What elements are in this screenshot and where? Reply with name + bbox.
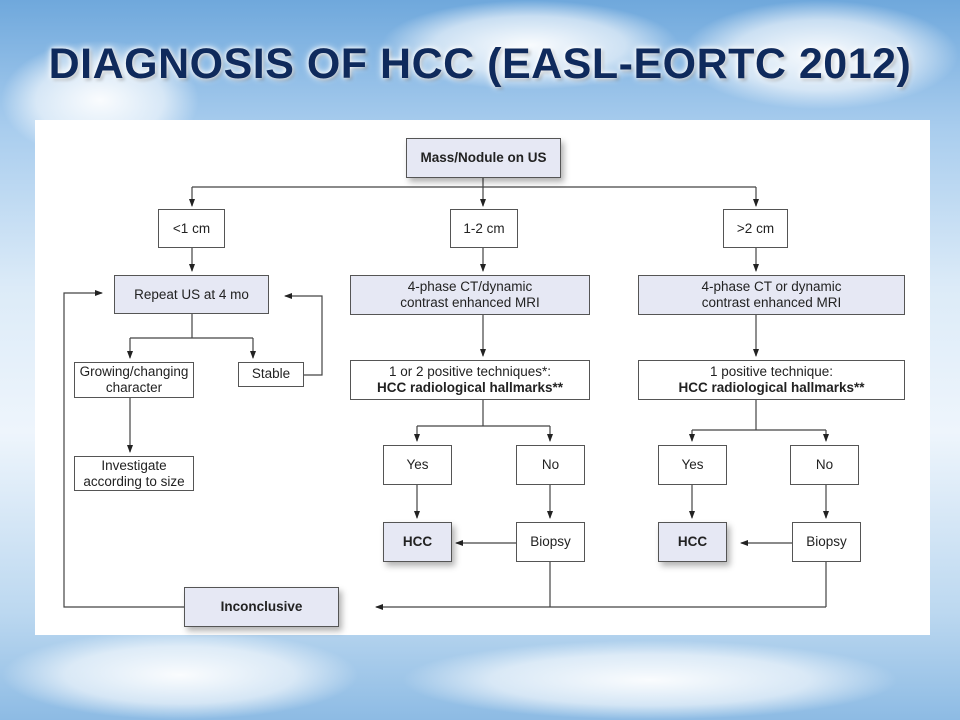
node-gt-2cm: >2 cm <box>723 209 788 248</box>
node-repeat-us: Repeat US at 4 mo <box>114 275 269 314</box>
node-label: 1 positive technique: <box>709 364 834 379</box>
node-label: 1 or 2 positive techniques*: <box>388 364 552 379</box>
node-no-gt2cm: No <box>790 445 859 485</box>
node-label: HCC radiological hallmarks** <box>376 380 564 395</box>
node-label: Yes <box>406 457 429 472</box>
node-label: Biopsy <box>806 534 847 549</box>
slide-title: DIAGNOSIS OF HCC (EASL-EORTC 2012) <box>48 40 912 88</box>
node-hcc-1-2cm: HCC <box>383 522 452 562</box>
node-label: 4-phase CT or dynamic <box>701 279 842 294</box>
node-1-2cm: 1-2 cm <box>450 209 518 248</box>
node-biopsy-gt2cm: Biopsy <box>792 522 861 562</box>
node-label: HCC <box>402 534 433 549</box>
node-label: Growing/changing <box>79 364 189 379</box>
node-label: Inconclusive <box>220 599 303 614</box>
node-hcc-gt2cm: HCC <box>658 522 727 562</box>
node-label: Mass/Nodule on US <box>420 150 547 165</box>
node-label: 1-2 cm <box>463 220 505 236</box>
node-inconclusive: Inconclusive <box>184 587 339 627</box>
node-label: Biopsy <box>530 534 571 549</box>
node-techniques-gt2cm: 1 positive technique:HCC radiological ha… <box>638 360 905 400</box>
cloud <box>400 640 900 720</box>
node-label: Stable <box>251 366 291 381</box>
node-label: according to size <box>83 473 185 489</box>
node-yes-1-2cm: Yes <box>383 445 452 485</box>
cloud <box>0 630 360 720</box>
node-label: Yes <box>681 457 704 472</box>
node-label: Investigate <box>101 457 167 473</box>
node-label: HCC radiological hallmarks** <box>678 380 865 395</box>
node-label: HCC <box>677 534 708 549</box>
node-lt-1cm: <1 cm <box>158 209 225 248</box>
node-biopsy-1-2cm: Biopsy <box>516 522 585 562</box>
node-label: contrast enhanced MRI <box>400 295 540 310</box>
node-label: No <box>541 457 560 472</box>
cloud <box>380 0 680 90</box>
node-label: No <box>815 457 834 472</box>
node-label: Repeat US at 4 mo <box>134 286 249 302</box>
cloud <box>680 0 960 110</box>
node-label: character <box>105 380 163 395</box>
node-mass-nodule: Mass/Nodule on US <box>406 138 561 178</box>
node-techniques-1-2cm: 1 or 2 positive techniques*:HCC radiolog… <box>350 360 590 400</box>
node-label: <1 cm <box>172 220 211 236</box>
node-label: 4-phase CT/dynamic <box>407 279 533 294</box>
node-label: contrast enhanced MRI <box>701 295 842 310</box>
node-label: >2 cm <box>736 220 775 236</box>
node-no-1-2cm: No <box>516 445 585 485</box>
node-stable: Stable <box>238 362 304 387</box>
node-yes-gt2cm: Yes <box>658 445 727 485</box>
